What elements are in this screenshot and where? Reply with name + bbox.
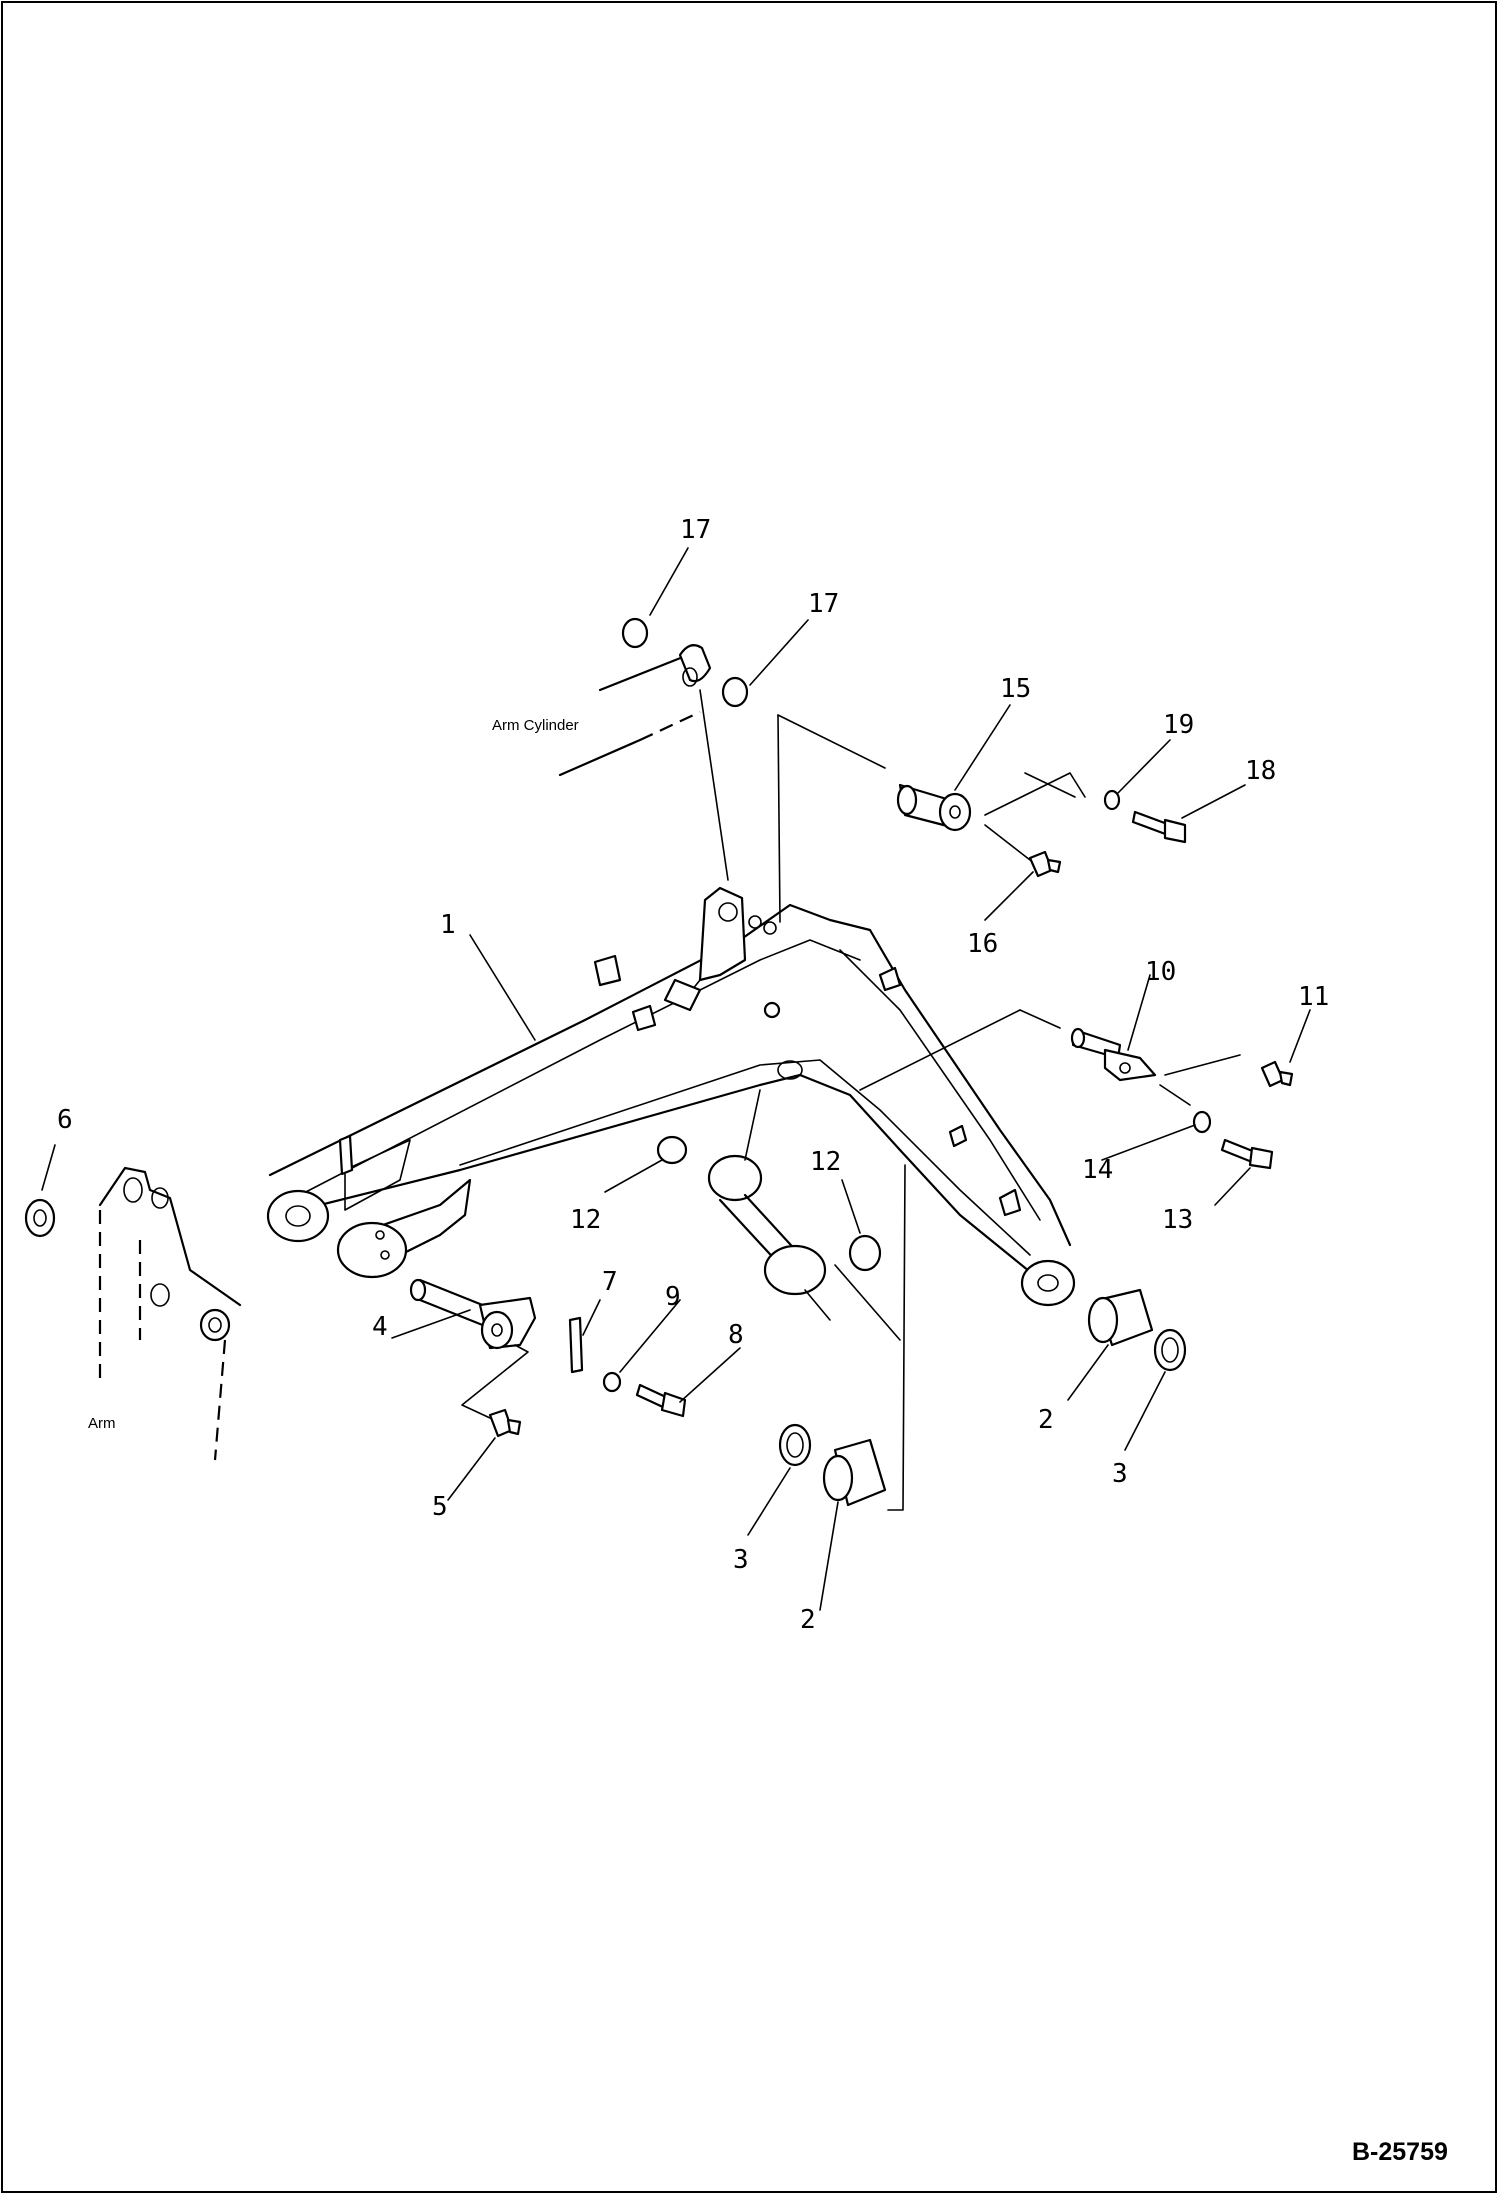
washer-19: [1103, 789, 1121, 811]
callout-3-lower: 3: [733, 1545, 749, 1575]
pin-15: [896, 783, 972, 832]
washer-14: [1192, 1110, 1212, 1134]
arm-cylinder-part: [558, 644, 729, 881]
arm-part: [98, 1166, 242, 1461]
pin-10: [1070, 1027, 1157, 1082]
callout-6: 6: [57, 1105, 73, 1135]
seal-3-lower: [778, 1423, 812, 1467]
callout-15: 15: [1000, 674, 1031, 704]
callout-12-left: 12: [570, 1205, 601, 1235]
label-arm-cylinder: Arm Cylinder: [492, 717, 579, 734]
washer-6: [24, 1198, 56, 1238]
bolt-8: [635, 1383, 687, 1418]
callout-17-second: 17: [808, 589, 839, 619]
boom-body: [266, 886, 1076, 1307]
callout-7: 7: [602, 1267, 618, 1297]
shim-12-left: [656, 1135, 688, 1165]
seal-3-right: [1153, 1328, 1187, 1372]
callout-8: 8: [728, 1320, 744, 1350]
callout-1: 1: [440, 910, 456, 940]
callout-numbers: 17 17 15 19 18 16 1 10 11 14 13 12 12 6 …: [57, 515, 1329, 1635]
leader-lines: [41, 547, 1311, 1611]
callout-19: 19: [1163, 710, 1194, 740]
callout-13: 13: [1162, 1205, 1193, 1235]
washer-9: [602, 1371, 622, 1393]
callout-2-right: 2: [1038, 1405, 1054, 1435]
callout-9: 9: [665, 1282, 681, 1312]
callout-3-right: 3: [1112, 1459, 1128, 1489]
connection-lines: [461, 714, 1241, 1511]
callout-16: 16: [967, 929, 998, 959]
plate-7: [568, 1316, 584, 1374]
grease-fitting-16: [1028, 850, 1062, 878]
grease-fitting-11: [1260, 1060, 1294, 1088]
callout-10: 10: [1145, 957, 1176, 987]
callout-4: 4: [372, 1312, 388, 1342]
callout-2-lower: 2: [800, 1605, 816, 1635]
washer-17-second: [721, 676, 749, 708]
figure-number: B-25759: [1352, 2138, 1448, 2166]
callout-18: 18: [1245, 756, 1276, 786]
bolt-18: [1131, 810, 1187, 844]
grease-fitting-5: [488, 1408, 522, 1438]
callout-12-right: 12: [810, 1147, 841, 1177]
bolt-13: [1220, 1138, 1274, 1170]
bushing-2-lower: [822, 1438, 887, 1507]
shim-12-right: [848, 1234, 882, 1272]
pin-4: [409, 1278, 537, 1350]
boom-cylinder-part: [707, 1089, 901, 1341]
callout-11: 11: [1298, 982, 1329, 1012]
callout-17-top: 17: [680, 515, 711, 545]
bushing-2-right: [1087, 1288, 1154, 1347]
callout-14: 14: [1082, 1155, 1113, 1185]
callout-5: 5: [432, 1492, 448, 1522]
washer-17-top: [621, 617, 649, 649]
label-arm: Arm: [88, 1415, 116, 1432]
